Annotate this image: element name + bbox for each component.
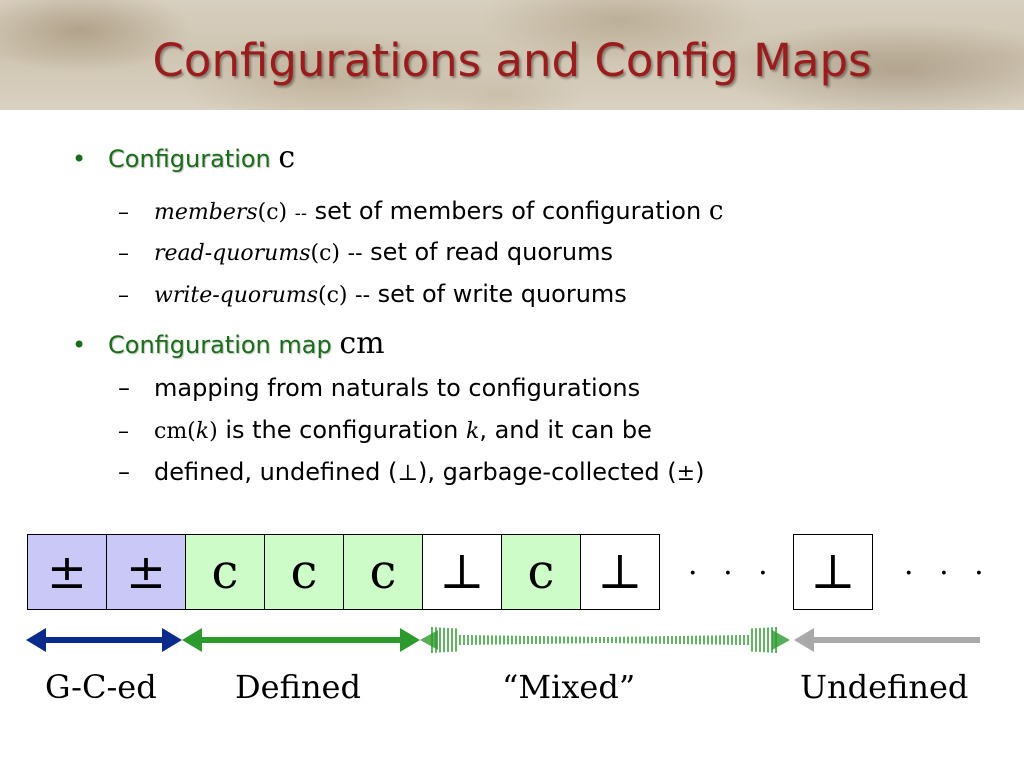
bullet-dot: • — [72, 145, 87, 173]
sub-item-mapping: –mapping from naturals to configurations — [118, 374, 640, 402]
bullet-symbol: cm — [339, 326, 385, 361]
region-label-mixed: “Mixed” — [502, 668, 636, 706]
sub-dash: – — [118, 241, 129, 266]
defined-arrow — [182, 628, 420, 652]
config-cell: ⊥ — [422, 534, 501, 610]
description: set of members of configuration — [314, 197, 702, 225]
gc-symbol: ± — [676, 461, 696, 486]
region-label-gced: G-C-ed — [45, 668, 157, 706]
description: is the configuration — [225, 416, 459, 444]
config-cell-far: ⊥ — [793, 534, 873, 610]
slide-title: Configurations and Config Maps — [152, 34, 872, 87]
sub-item-states: –defined, undefined (⊥), garbage-collect… — [118, 458, 704, 486]
term-arg: (c) — [318, 283, 348, 308]
sub-dash: – — [118, 374, 130, 402]
sub-item-read-quorums: –read-quorums(c) -- set of read quorums — [118, 238, 613, 266]
term-prefix: cm( — [154, 419, 196, 444]
bullet-dot: • — [72, 331, 87, 359]
undefined-arrow — [794, 628, 980, 652]
description-rest: , and it can be — [479, 416, 652, 444]
description: mapping from naturals to configurations — [154, 374, 641, 402]
ellipsis-middle: · · · — [688, 556, 776, 591]
ellipsis-end: · · · — [904, 556, 992, 591]
term: members — [154, 200, 258, 225]
description-b: ), garbage-collected ( — [418, 458, 677, 486]
config-cell: c — [185, 534, 264, 610]
bullet-configuration: • Configuration c — [72, 140, 295, 175]
description-tail: c — [708, 196, 724, 226]
bullet-label: Configuration — [108, 145, 271, 173]
description-c: ) — [695, 458, 705, 486]
bullet-configuration-map: • Configuration map cm — [72, 326, 385, 361]
title-banner: Configurations and Config Maps — [0, 0, 1024, 110]
term: read-quorums — [154, 241, 311, 266]
region-label-undefined: Undefined — [800, 668, 969, 706]
config-cell: ± — [27, 534, 106, 610]
config-cell: c — [501, 534, 580, 610]
description: set of read quorums — [370, 238, 614, 266]
description-a: defined, undefined ( — [154, 458, 398, 486]
sub-dash: – — [118, 458, 130, 486]
undefined-symbol: ⊥ — [397, 461, 419, 486]
sub-dash: – — [118, 419, 129, 444]
separator: -- — [347, 241, 363, 266]
region-arrows — [26, 627, 980, 653]
config-cell: c — [343, 534, 422, 610]
description-var: k — [466, 419, 480, 444]
config-cell: c — [264, 534, 343, 610]
term-arg: (c) — [310, 241, 341, 266]
term-arg: (c) — [257, 200, 288, 225]
term: write-quorums — [154, 283, 319, 308]
sub-item-write-quorums: –write-quorums(c) -- set of write quorum… — [118, 280, 627, 308]
gced-arrow — [26, 628, 182, 652]
term-suffix: ) — [209, 419, 218, 444]
bullet-label: Configuration map — [108, 331, 332, 359]
separator: -- — [294, 203, 307, 224]
sub-item-cm-k: –cm(k) is the configuration k, and it ca… — [118, 416, 652, 444]
mixed-arrow — [420, 627, 790, 653]
sub-item-members: –members(c) -- set of members of configu… — [118, 196, 723, 226]
description: set of write quorums — [377, 280, 627, 308]
sub-dash: – — [118, 283, 129, 308]
region-label-defined: Defined — [235, 668, 361, 706]
separator: -- — [355, 283, 371, 308]
term-var: k — [195, 419, 210, 444]
bullet-symbol: c — [278, 140, 296, 175]
config-cell: ± — [106, 534, 185, 610]
config-cell: ⊥ — [580, 534, 660, 610]
sub-dash: – — [118, 200, 129, 225]
